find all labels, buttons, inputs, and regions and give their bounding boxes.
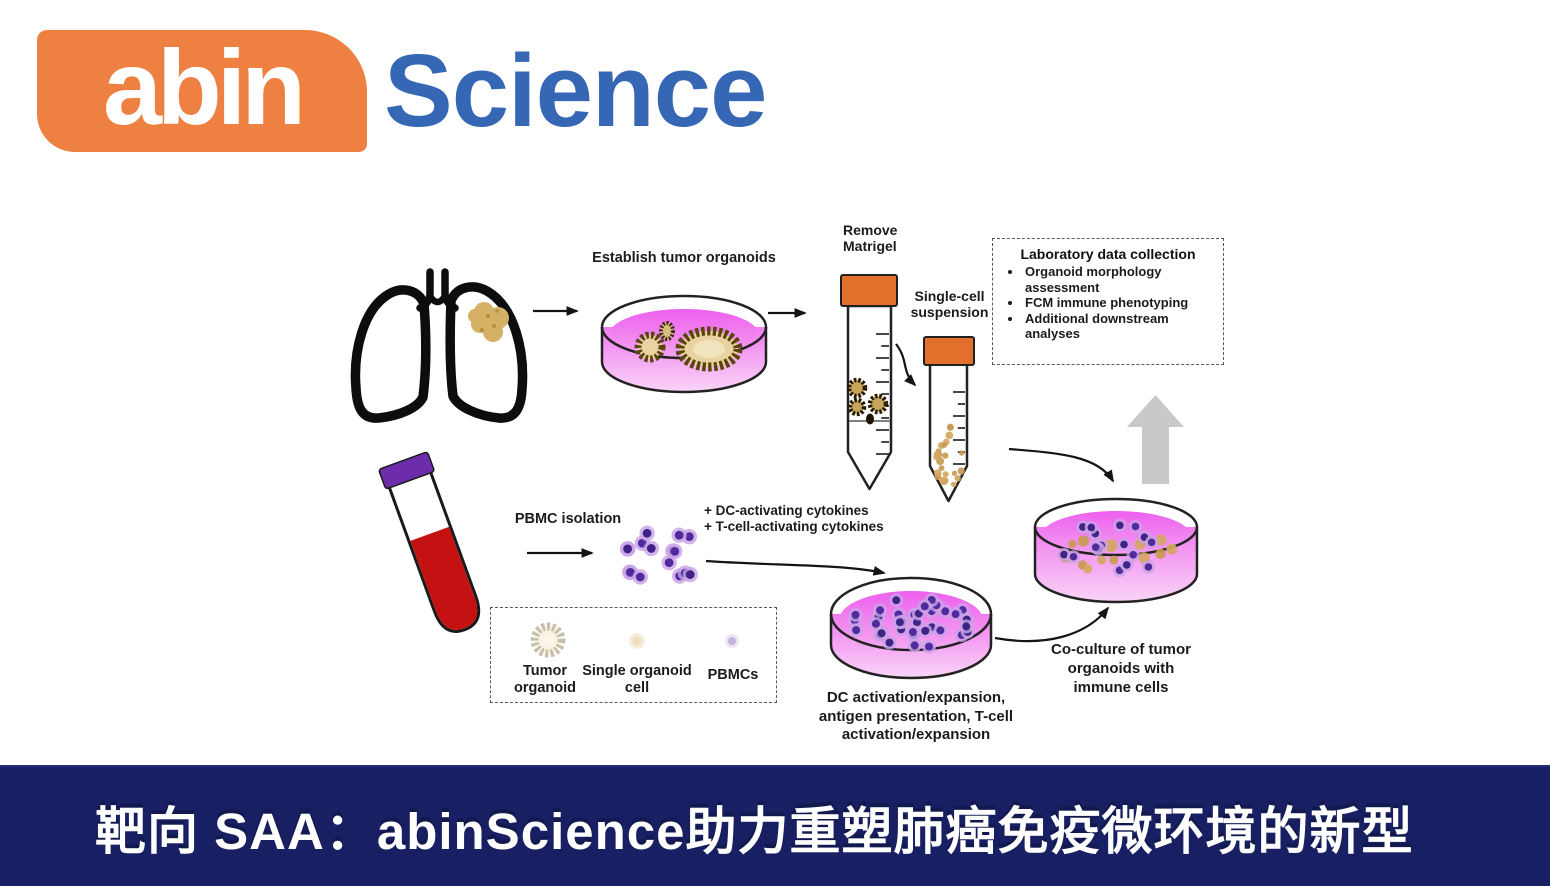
dc-dish-icon [829,576,993,680]
legend-label-single-cell: Single organoid cell [577,663,697,696]
lab-box-item: FCM immune phenotyping [1023,295,1213,311]
tube-single-cell-icon [923,336,975,503]
label-pbmc-isolation: PBMC isolation [514,511,622,527]
coculture-dish-icon [1033,497,1199,604]
label-single-cell-suspension: Single-cell suspension [902,288,997,320]
blood-tube-icon [378,451,481,633]
logo-abin-text: abin [103,29,306,147]
flow-arrows [527,306,1114,643]
label-line: suspension [910,304,989,320]
label-line: Co-culture of tumor [1051,641,1191,658]
label-remove-matrigel: Remove Matrigel [843,222,898,254]
lab-box-item: Additional downstream analyses [1023,311,1213,342]
label-line: DC activation/expansion, [826,689,1006,706]
label-line: Matrigel [843,237,897,254]
label-line: organoid cell [624,663,692,696]
lab-box-title: Laboratory data collection [1020,246,1196,262]
banner-title-text: 靶向 SAA：abinScience助力重塑肺癌免疫微环境的新型 [95,802,1414,860]
label-line: organoids with [1067,660,1175,677]
label-line: organoid [513,679,577,696]
label-line: PBMCs [707,667,759,683]
label-co-culture: Co-culture of tumor organoids with immun… [1029,640,1213,697]
label-line: immune cells [1073,679,1169,696]
label-line: Tumor [522,663,568,679]
arrow-tube2-to-coculture [1008,447,1114,483]
label-line: + T-cell-activating cytokines [704,518,884,534]
abin-logo: abin [37,30,367,152]
lab-box-item: Organoid morphology assessment [1023,264,1213,295]
legend-box [490,607,777,703]
lungs-icon [350,268,528,423]
arrow-pbmc-to-dcdish [705,559,886,576]
arrow-dcdish-to-coculture [994,606,1110,643]
coculture-pbmc-dots [1057,518,1159,578]
lab-box-list: Organoid morphology assessment FCM immun… [1003,264,1213,342]
lung-tumor-icon [468,302,509,342]
label-dc-activation: DC activation/expansion, antigen present… [791,689,1041,745]
organoid-dish-icon [600,294,768,394]
gray-up-arrow-icon [1127,395,1184,484]
label-line: Single [582,663,626,679]
label-line: antigen presentation, T-cell [818,707,1014,725]
label-cytokines: + DC-activating cytokines + T-cell-activ… [704,503,884,534]
dc-dish-pbmc-dots [847,592,975,654]
tube-remove-matrigel-icon [840,274,898,491]
label-line: Remove [843,222,898,238]
label-establish-organoids: Establish tumor organoids [592,250,776,266]
lab-data-collection-box: Laboratory data collection Organoid morp… [992,238,1224,365]
logo-science-text: Science [384,33,767,148]
label-line: Single-cell [914,288,985,304]
label-line: activation/expansion [841,726,991,743]
legend-label-tumor-organoid: Tumor organoid [495,663,595,696]
label-line: + DC-activating cytokines [704,503,869,518]
title-banner: 靶向 SAA：abinScience助力重塑肺癌免疫微环境的新型 [0,765,1550,886]
arrow-tube1-to-tube2 [895,343,917,387]
pbmc-cluster-icon [619,525,698,585]
legend-label-pbmcs: PBMCs [693,667,773,684]
tube2-cell-dots [933,423,965,488]
